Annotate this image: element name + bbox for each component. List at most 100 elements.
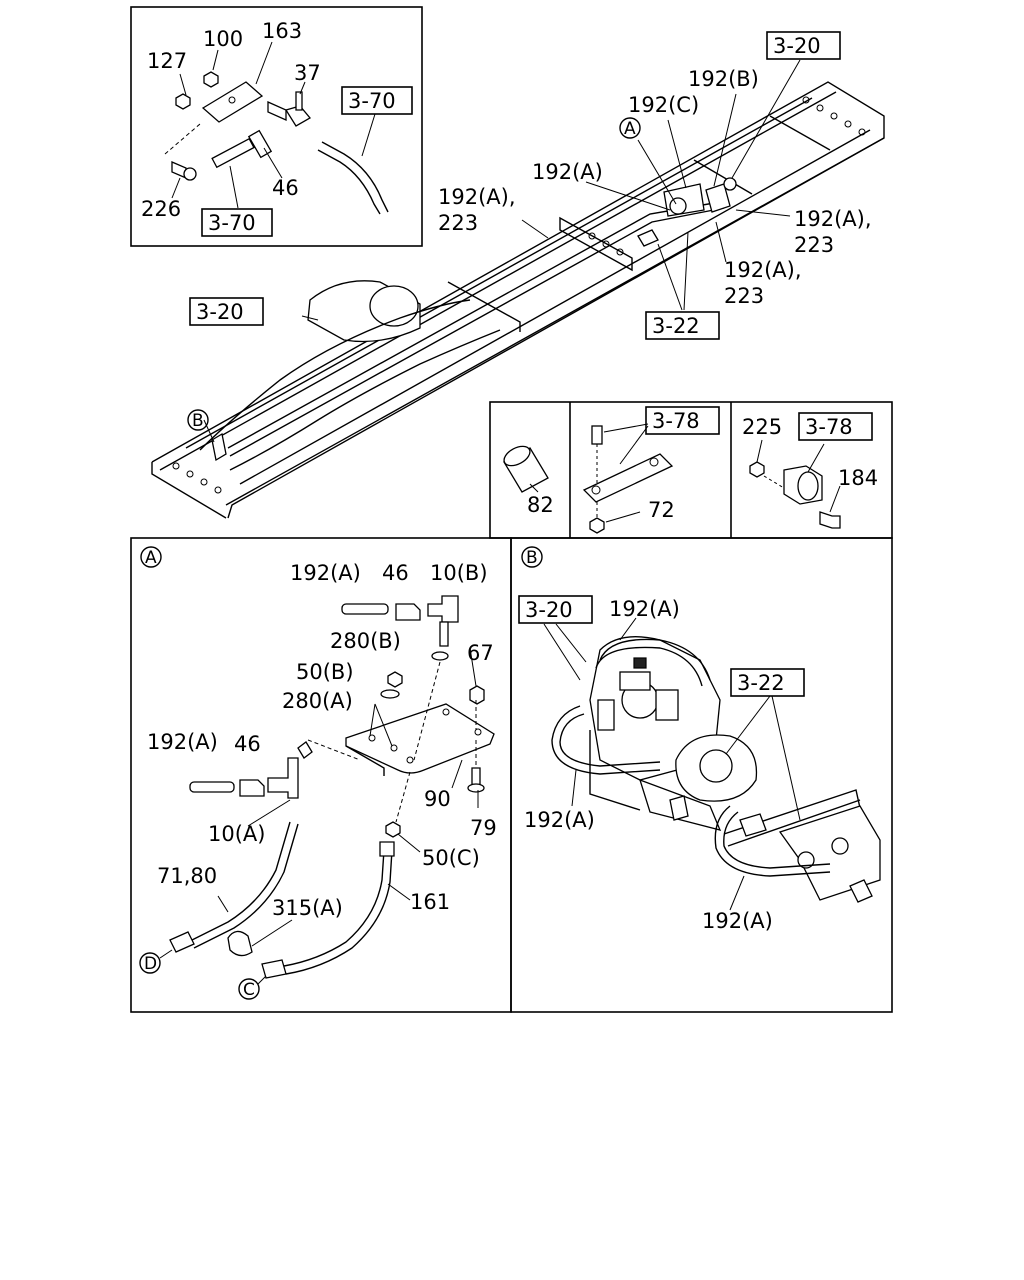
label-79: 79 xyxy=(470,816,497,840)
ref-box-3-70-b xyxy=(201,208,273,237)
label-10a: 10(A) xyxy=(208,822,265,846)
end-callout-c: C xyxy=(243,980,255,1000)
callout-a: A xyxy=(624,119,636,139)
bolt-3-78 xyxy=(591,425,603,445)
label-37: 37 xyxy=(294,61,321,85)
label-163: 163 xyxy=(262,19,302,43)
nut-67 xyxy=(469,685,485,705)
ref-box-3-78-b xyxy=(798,412,873,441)
hose-192a-top xyxy=(599,638,711,681)
callout-b-circle xyxy=(187,409,209,431)
nut-50b xyxy=(387,671,403,688)
detail-panel-b: B 192(A) xyxy=(510,537,893,1013)
label-280b: 280(B) xyxy=(330,629,401,653)
label-10b: 10(B) xyxy=(430,561,488,585)
ref-3-20: 3-20 xyxy=(525,598,573,622)
panel-a-callout: A xyxy=(145,548,157,568)
nipple-46-lower xyxy=(239,779,265,797)
ref-3-22: 3-22 xyxy=(652,314,700,338)
ref-box-3-78-a xyxy=(645,406,720,435)
label-90: 90 xyxy=(424,787,451,811)
label-280a: 280(A) xyxy=(282,689,353,713)
pipe-192a-lower xyxy=(189,781,235,793)
label-192a-3: 192(A), xyxy=(794,207,872,231)
label-50b: 50(B) xyxy=(296,660,354,684)
ref-box-3-22 xyxy=(645,311,720,340)
nut-50c xyxy=(385,821,401,838)
chassis-frame-view: A B 192(B) 192(C) 192(A) 192(A), 223 192… xyxy=(151,31,885,519)
label-184: 184 xyxy=(838,466,878,490)
label-71-80: 71,80 xyxy=(157,864,217,888)
ref-3-20-b: 3-20 xyxy=(196,300,244,324)
callout-a-circle xyxy=(619,117,641,139)
label-100: 100 xyxy=(203,27,243,51)
rail-holes xyxy=(172,96,866,494)
ref-box-3-20-a xyxy=(766,31,841,60)
inset-frame xyxy=(130,6,423,247)
ref-3-78-b: 3-78 xyxy=(805,415,853,439)
detail-panel-a: A xyxy=(130,537,512,1013)
washer-280b xyxy=(431,651,449,661)
hose-192a-bottom xyxy=(714,805,831,877)
ref-box-3-22 xyxy=(730,668,805,697)
panel-b-callout: B xyxy=(526,548,538,568)
washer-280a xyxy=(380,689,400,699)
end-callout-d: D xyxy=(144,954,157,974)
label-223-2: 223 xyxy=(438,211,478,235)
clamp-315a xyxy=(227,930,253,957)
ref-3-78-a: 3-78 xyxy=(652,409,700,433)
label-192a-3: 192(A) xyxy=(702,909,773,933)
bolt-184 xyxy=(819,511,841,529)
label-67: 67 xyxy=(467,641,494,665)
label-225: 225 xyxy=(742,415,782,439)
label-192a-4: 192(A), xyxy=(724,258,802,282)
ref-3-20-a: 3-20 xyxy=(773,34,821,58)
ref-3-70-b: 3-70 xyxy=(208,211,256,235)
hose-71-80 xyxy=(187,821,291,943)
union-37 xyxy=(267,100,287,122)
plate-3-78 xyxy=(582,453,674,503)
tee-10b xyxy=(427,595,459,623)
tee-10a xyxy=(267,757,299,799)
label-161: 161 xyxy=(410,890,450,914)
label-226: 226 xyxy=(141,197,181,221)
inset-bracket-assembly: 127 100 163 37 46 226 3-70 3-70 xyxy=(130,6,423,247)
ref-3-22: 3-22 xyxy=(737,671,785,695)
label-223-4: 223 xyxy=(724,284,764,308)
label-50c: 50(C) xyxy=(422,846,480,870)
label-192a-1: 192(A) xyxy=(532,160,603,184)
hose-192a-left xyxy=(551,705,661,775)
label-46: 46 xyxy=(272,176,299,200)
ref-box-3-20-b xyxy=(189,297,264,326)
label-192a-1: 192(A) xyxy=(609,597,680,621)
nut-100 xyxy=(203,71,219,88)
label-192a-1: 192(A) xyxy=(290,561,361,585)
pipe-3-70 xyxy=(211,137,255,169)
label-46-2: 46 xyxy=(234,732,261,756)
panel-b-frame xyxy=(510,537,893,1013)
nut-225 xyxy=(749,461,765,478)
bracket-163 xyxy=(201,81,264,123)
hose-161 xyxy=(283,849,385,967)
inset-small-parts: 82 72 3-78 225 184 3-78 xyxy=(489,401,893,539)
ref-3-70-a: 3-70 xyxy=(348,89,396,113)
label-192a-2: 192(A) xyxy=(147,730,218,754)
nut-72 xyxy=(589,517,605,534)
nipple-46-upper xyxy=(395,603,421,621)
label-82: 82 xyxy=(527,493,554,517)
callout-b: B xyxy=(192,411,204,431)
label-315a: 315(A) xyxy=(272,896,343,920)
label-127: 127 xyxy=(147,49,187,73)
pipe-192a-upper xyxy=(341,603,389,615)
ref-box-3-70-a xyxy=(341,86,413,115)
label-192a-2: 192(A) xyxy=(524,808,595,832)
ref-box-3-20 xyxy=(518,595,593,624)
label-72: 72 xyxy=(648,498,675,522)
label-192b: 192(B) xyxy=(688,67,759,91)
label-192c: 192(C) xyxy=(628,93,699,117)
hose-3-70 xyxy=(321,141,389,213)
nut-127 xyxy=(175,93,191,110)
label-46-1: 46 xyxy=(382,561,409,585)
label-192a-2: 192(A), xyxy=(438,185,516,209)
